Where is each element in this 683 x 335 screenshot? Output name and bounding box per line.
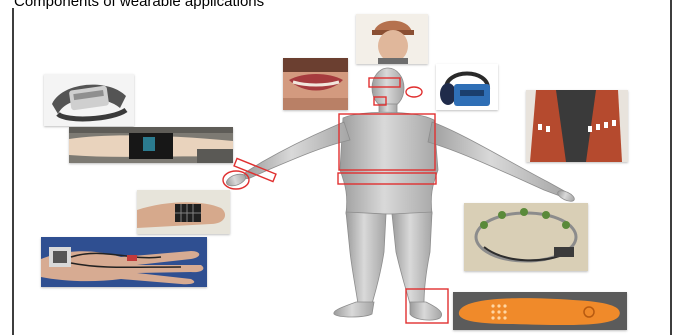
human-figure (225, 68, 576, 320)
ear-sensor-marker (406, 87, 422, 97)
